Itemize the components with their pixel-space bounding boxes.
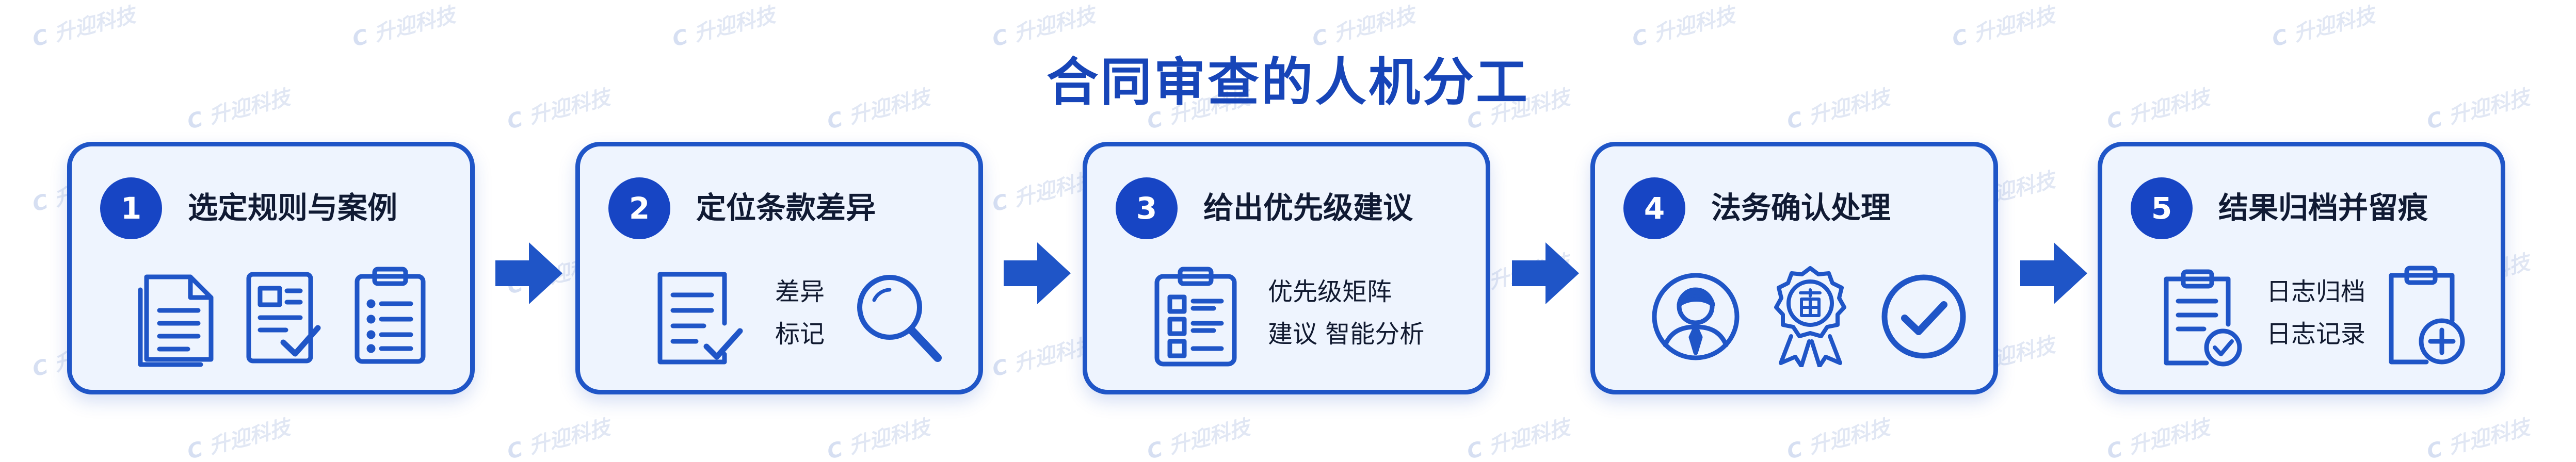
- step-number-badge: 5: [2131, 177, 2193, 239]
- watermark-text: 升迎科技: [1783, 410, 1892, 462]
- log-record-label: 日志记录: [2266, 320, 2366, 349]
- step-number-badge: 3: [1116, 177, 1178, 239]
- clipboard-check-icon: [2160, 268, 2243, 368]
- log-archive-label: 日志归档: [2266, 277, 2366, 306]
- clipboard-list-icon: [353, 265, 428, 366]
- step-number-badge: 4: [1623, 177, 1685, 239]
- watermark-text: 升迎科技: [989, 163, 1098, 217]
- checklist-doc-icon: [245, 270, 322, 366]
- smart-analysis-label: 建议 智能分析: [1268, 320, 1425, 349]
- watermark-text: 升迎科技: [989, 328, 1098, 382]
- step-card-5: 5 结果归档并留痕 日志归档 日志记录: [2098, 142, 2505, 394]
- step-card-3: 3 给出优先级建议 优先级矩阵 建议 智能分析: [1083, 142, 1490, 394]
- document-book-icon: [136, 269, 219, 367]
- mark-label: 标记: [775, 320, 825, 349]
- step-title: 法务确认处理: [1711, 190, 1891, 225]
- step-title: 定位条款差异: [696, 190, 876, 225]
- step-card-2: 2 定位条款差异 差异 标记: [575, 142, 983, 394]
- watermark-text: 升迎科技: [1463, 410, 1572, 462]
- priority-matrix-label: 优先级矩阵: [1268, 277, 1392, 306]
- flow-arrow-icon: [1004, 242, 1071, 304]
- flow-arrow-icon: [2020, 242, 2087, 304]
- diff-label: 差异: [775, 277, 825, 306]
- priority-clipboard-icon: [1152, 265, 1239, 368]
- watermark-text: 升迎科技: [824, 410, 932, 462]
- step-title: 结果归档并留痕: [2218, 190, 2428, 225]
- magnifier-icon: [852, 270, 945, 366]
- watermark-text: 升迎科技: [504, 410, 613, 462]
- flow-arrow-icon: [1512, 242, 1579, 304]
- step-number-badge: 1: [100, 177, 162, 239]
- seal-stamp-icon: [1765, 264, 1856, 367]
- check-circle-icon: [1880, 273, 1968, 360]
- step-title: 给出优先级建议: [1203, 190, 1413, 225]
- step-card-4: 4 法务确认处理: [1590, 142, 1998, 394]
- watermark-text: 升迎科技: [2423, 410, 2532, 462]
- diagram-title: 合同审查的人机分工: [1046, 52, 1530, 112]
- lawyer-avatar-icon: [1651, 268, 1741, 366]
- document-edit-icon: [655, 269, 745, 367]
- clipboard-add-icon: [2385, 264, 2468, 367]
- step-title: 选定规则与案例: [188, 190, 398, 225]
- watermark-text: 升迎科技: [184, 410, 293, 462]
- watermark-text: 升迎科技: [1144, 410, 1252, 462]
- step-number-badge: 2: [608, 177, 670, 239]
- flow-arrow-icon: [495, 242, 562, 304]
- step-card-1: 1 选定规则与案例: [67, 142, 475, 394]
- watermark-text: 升迎科技: [2103, 410, 2212, 462]
